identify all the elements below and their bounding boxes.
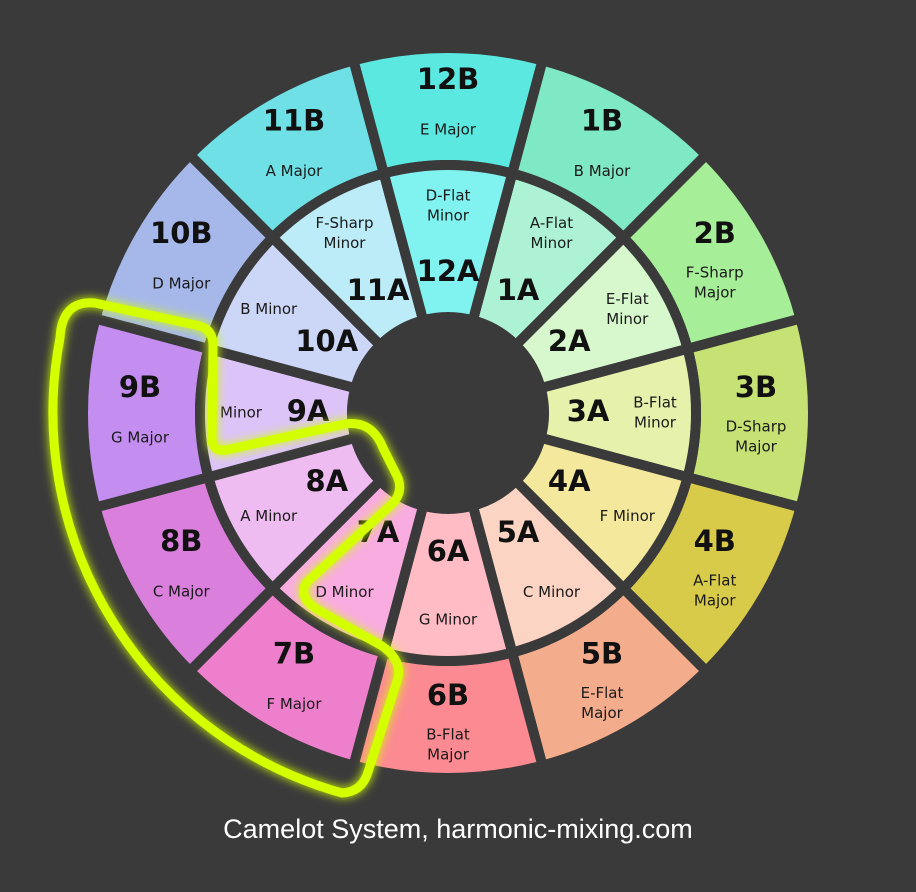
segment-shape — [378, 160, 518, 326]
segment-12b[interactable]: 12B E Major — [348, 43, 548, 179]
segment-key-name: F Minor — [600, 507, 656, 525]
segment-key-name: D Minor — [315, 583, 374, 601]
segment-code: 12A — [417, 254, 480, 288]
segment-key-name: D-Sharp — [726, 418, 787, 436]
segment-code: 4A — [548, 464, 591, 498]
segment-code: 6A — [427, 534, 470, 568]
segment-key-name: E-Flat — [606, 290, 649, 308]
highlight-outline — [48, 298, 405, 798]
segment-6a[interactable]: 6A G Minor — [378, 500, 518, 666]
segment-code: 8A — [305, 464, 348, 498]
segment-code: 3A — [567, 394, 610, 428]
segment-key-name: B-Flat — [633, 394, 677, 412]
segment-code: 10A — [295, 324, 358, 358]
segment-code: 12B — [417, 62, 479, 96]
segment-key-name: B Minor — [240, 300, 298, 318]
segment-key-name: Minor — [220, 404, 263, 422]
segment-code: 11A — [347, 273, 410, 307]
segment-key-name: Major — [735, 438, 777, 456]
segment-key-name: Major — [427, 746, 469, 764]
segment-key-name: D Major — [152, 275, 211, 293]
segment-code: 2A — [548, 324, 591, 358]
segment-key-name: D-Flat — [426, 187, 471, 205]
segment-key-name: Major — [581, 704, 623, 722]
segment-key-name: E Major — [420, 121, 477, 139]
segment-key-name: Minor — [606, 310, 649, 328]
segment-key-name: Minor — [634, 414, 677, 432]
segment-code: 8B — [160, 524, 202, 558]
segment-code: 2B — [694, 216, 736, 250]
segment-8a[interactable]: 8A A Minor — [203, 432, 386, 594]
segment-key-name: F-Sharp — [686, 264, 744, 282]
segment-code: 5B — [581, 637, 623, 671]
segment-code: 6B — [427, 678, 469, 712]
segment-key-name: C Minor — [523, 583, 581, 601]
segment-key-name: A Major — [266, 162, 324, 180]
segment-key-name: C Major — [153, 583, 211, 601]
segment-key-name: Major — [694, 592, 736, 610]
segment-code: 10B — [150, 216, 212, 250]
segment-code: 9A — [287, 394, 330, 428]
segment-key-name: A-Flat — [693, 572, 736, 590]
segment-key-name: A-Flat — [530, 214, 573, 232]
segment-key-name: G Minor — [419, 611, 478, 629]
segment-10a[interactable]: 10A B Minor — [203, 232, 386, 394]
segment-key-name: Minor — [531, 234, 574, 252]
segment-key-name: B Major — [574, 162, 632, 180]
segment-key-name: A Minor — [240, 507, 298, 525]
caption: Camelot System, harmonic-mixing.com — [223, 814, 693, 844]
segment-code: 1B — [581, 103, 623, 137]
segment-code: 11B — [263, 103, 325, 137]
segment-key-name: F-Sharp — [316, 214, 374, 232]
segment-key-name: Major — [694, 284, 736, 302]
segment-key-name: Minor — [427, 207, 470, 225]
segment-key-name: F Major — [266, 695, 322, 713]
segment-key-name: B-Flat — [426, 726, 470, 744]
segment-key-name: Minor — [324, 234, 367, 252]
segment-code: 7B — [273, 637, 315, 671]
segment-code: 9B — [119, 370, 161, 404]
segment-key-name: E-Flat — [581, 684, 624, 702]
segment-code: 3B — [735, 370, 777, 404]
segment-code: 4B — [694, 524, 736, 558]
segment-code: 5A — [497, 515, 540, 549]
segment-key-name: G Major — [111, 429, 170, 447]
segment-code: 1A — [497, 273, 540, 307]
wheel-segments: 1BB Major2BF-SharpMajor3BD-SharpMajor4BA… — [78, 43, 818, 783]
